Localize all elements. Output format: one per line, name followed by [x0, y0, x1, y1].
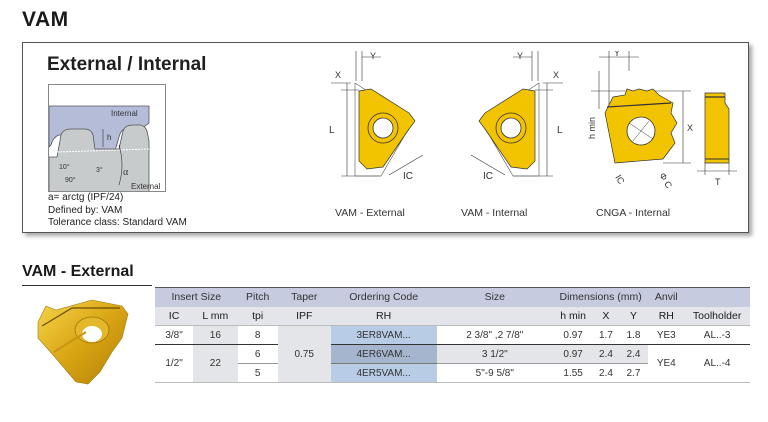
svg-text:L: L	[557, 125, 563, 136]
caption-vam-external: VAM - External	[335, 207, 405, 219]
cell-x: 2.4	[593, 363, 619, 383]
note-tolerance: Tolerance class: Standard VAM	[48, 217, 187, 228]
header-dimensions: Dimensions (mm)	[553, 287, 649, 307]
cell-ordering-code: 4ER6VAM...	[330, 344, 437, 364]
svg-text:External: External	[131, 182, 161, 191]
header-ic: IC	[155, 306, 194, 326]
section-rule	[22, 285, 152, 286]
thread-notes: a= arctg (IPF/24) Defined by: VAM Tolera…	[48, 192, 187, 230]
svg-text:Y: Y	[517, 51, 523, 61]
svg-text:X: X	[687, 123, 693, 133]
header-l-mm: L mm	[193, 306, 238, 326]
cell-size: 2 3/8" ,2 7/8"	[436, 325, 554, 345]
header-toolholder-group	[684, 287, 750, 307]
cell-h-min: 0.97	[553, 344, 594, 364]
svg-text:T: T	[715, 177, 721, 187]
cell-tpi: 6	[237, 344, 278, 364]
svg-text:Internal: Internal	[111, 109, 138, 118]
spec-table: Insert Size Pitch Taper Ordering Code Si…	[155, 287, 750, 383]
page-title: VAM	[22, 8, 69, 31]
svg-text:h: h	[107, 133, 111, 142]
caption-vam-internal: VAM - Internal	[461, 207, 528, 219]
svg-text:3°: 3°	[96, 166, 103, 174]
cell-y: 2.4	[618, 344, 649, 364]
header-ordering-code: Ordering Code	[330, 287, 437, 307]
svg-text:IC: IC	[403, 171, 413, 182]
header-pitch: Pitch	[237, 287, 278, 307]
cell-l-mm: 16	[193, 325, 238, 345]
header-anvil: Anvil	[648, 287, 685, 307]
cell-ic: 3/8"	[155, 325, 194, 345]
cell-x: 1.7	[593, 325, 619, 345]
header-row-sub: IC L mm tpi IPF RH h min X Y RH Toolhold…	[155, 306, 750, 326]
header-tpi: tpi	[237, 306, 278, 326]
cell-anvil: YE3	[648, 325, 685, 345]
svg-text:X: X	[553, 70, 559, 80]
svg-text:X: X	[335, 70, 341, 80]
cell-ordering-code: 4ER5VAM...	[330, 363, 437, 383]
svg-text:L: L	[329, 125, 335, 136]
header-ipf: IPF	[277, 306, 331, 326]
cell-ipf: 0.75	[277, 325, 331, 383]
caption-cnga-internal: CNGA - Internal	[596, 207, 671, 219]
header-anvil-rh: RH	[648, 306, 685, 326]
thread-profile-icon: Internal h 10° 3° 90° α External	[49, 105, 161, 191]
cell-toolholder: AL..-4	[684, 344, 750, 383]
header-rh: RH	[330, 306, 437, 326]
overview-title: External / Internal	[47, 54, 207, 75]
header-toolholder: Toolholder	[684, 306, 750, 326]
vam-external-insert-icon: Y X L IC	[329, 51, 424, 182]
cell-ordering-code: 3ER8VAM...	[330, 325, 437, 345]
cell-ic: 1/2"	[155, 344, 194, 383]
overview-box: External / Internal Internal h 10° 3° 90…	[22, 42, 749, 233]
insert-3d-render-icon	[37, 299, 129, 385]
cnga-internal-insert-icon: Y h min X IC Φ C T	[587, 51, 737, 190]
header-size-sub	[436, 306, 554, 326]
cell-size: 3 1/2"	[436, 344, 554, 364]
table-row: 5 4ER5VAM... 5"-9 5/8" 1.55 2.4 2.7	[155, 363, 750, 383]
note-defined-by: Defined by: VAM	[48, 204, 123, 216]
cell-h-min: 0.97	[553, 325, 594, 345]
cell-anvil: YE4	[648, 344, 685, 383]
cell-y: 1.8	[618, 325, 649, 345]
header-insert-size: Insert Size	[155, 287, 238, 307]
svg-text:α: α	[123, 167, 129, 178]
svg-text:Φ C: Φ C	[657, 171, 674, 190]
svg-text:Y: Y	[370, 51, 376, 61]
cell-tpi: 5	[237, 363, 278, 383]
cell-y: 2.7	[618, 363, 649, 383]
header-y: Y	[618, 306, 649, 326]
cell-x: 2.4	[593, 344, 619, 364]
svg-text:h min: h min	[587, 117, 597, 139]
section-title: VAM - External	[22, 263, 134, 280]
cell-size: 5"-9 5/8"	[436, 363, 554, 383]
header-taper: Taper	[277, 287, 331, 307]
header-h-min: h min	[553, 306, 594, 326]
svg-text:90°: 90°	[65, 176, 76, 184]
header-row-groups: Insert Size Pitch Taper Ordering Code Si…	[155, 287, 750, 307]
cell-h-min: 1.55	[553, 363, 594, 383]
svg-text:IC: IC	[613, 173, 626, 186]
cell-toolholder: AL..-3	[684, 325, 750, 345]
thread-profile-diagram: Internal h 10° 3° 90° α External	[48, 84, 166, 192]
note-formula: a= arctg (IPF/24)	[48, 192, 124, 203]
vam-internal-insert-icon: Y X L IC	[470, 51, 563, 182]
cell-l-mm: 22	[193, 344, 238, 383]
table-row: 1/2" 22 6 4ER6VAM... 3 1/2" 0.97 2.4 2.4…	[155, 344, 750, 383]
svg-text:Y: Y	[614, 51, 620, 58]
header-x: X	[593, 306, 619, 326]
cell-tpi: 8	[237, 325, 278, 345]
svg-text:10°: 10°	[59, 163, 70, 171]
svg-text:IC: IC	[483, 171, 493, 182]
table-row: 3/8" 16 8 0.75 3ER8VAM... 2 3/8" ,2 7/8"…	[155, 325, 750, 383]
header-size: Size	[436, 287, 554, 307]
